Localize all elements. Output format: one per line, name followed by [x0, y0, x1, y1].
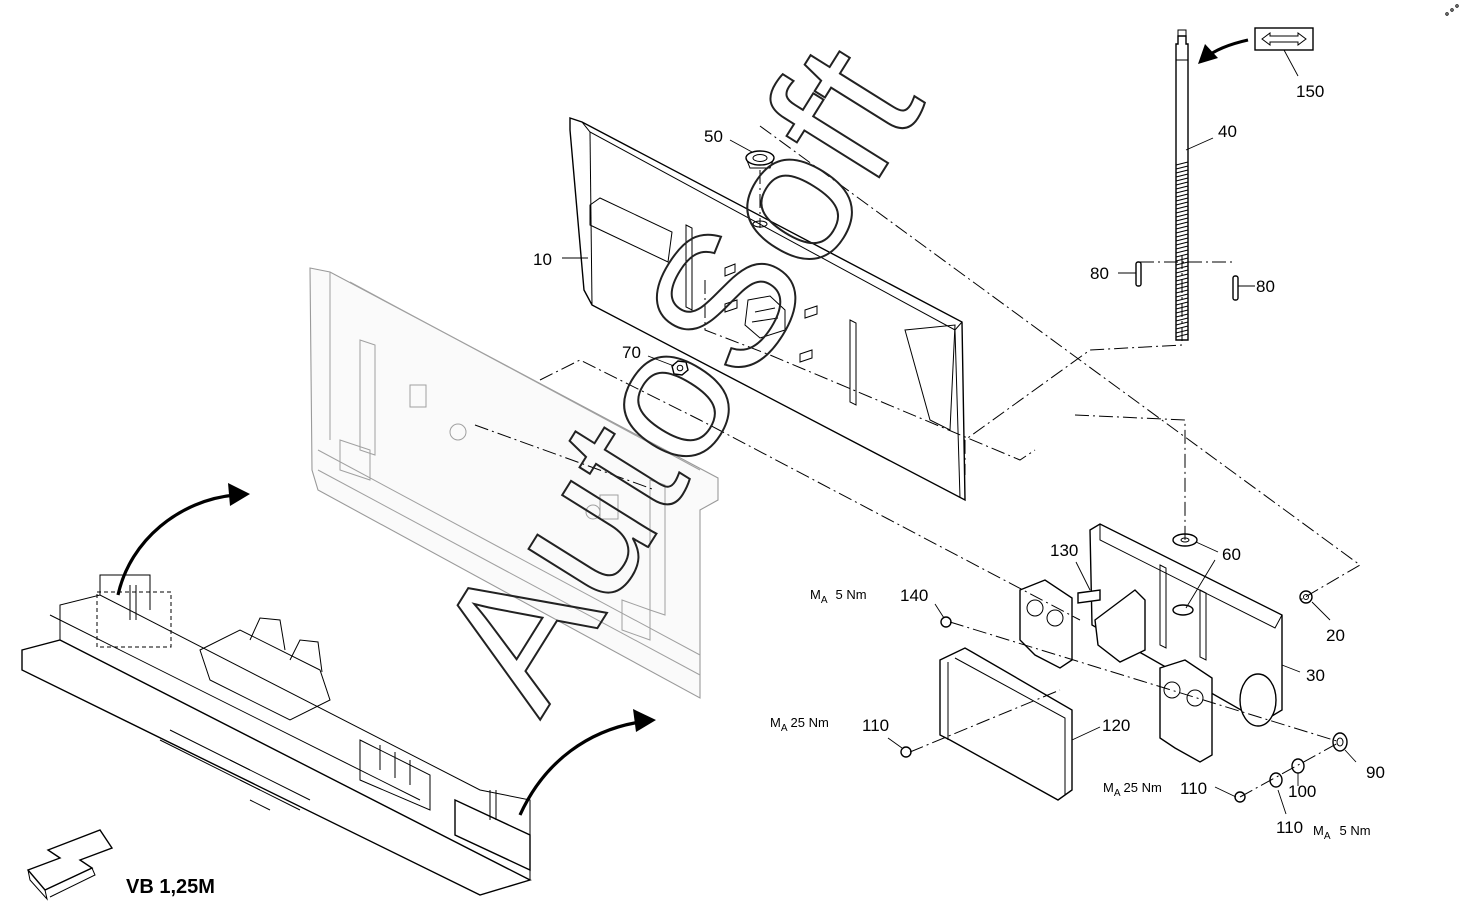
callout-90: 90 [1366, 763, 1385, 782]
part-50-bushing [745, 150, 775, 169]
callout-110-mid: 110 [1180, 779, 1207, 798]
callout-120: 120 [1102, 716, 1130, 735]
machine-overview [21, 574, 532, 896]
callout-50: 50 [704, 127, 723, 146]
callout-30: 30 [1306, 666, 1325, 685]
callout-150: 150 [1296, 82, 1324, 101]
callout-60: 60 [1222, 545, 1241, 564]
callout-100: 100 [1288, 782, 1316, 801]
callout-10: 10 [533, 250, 552, 269]
background-panel [309, 267, 719, 699]
pointer-arrows [116, 38, 1249, 816]
callout-20: 20 [1326, 626, 1345, 645]
part-10-side-plate [569, 117, 966, 502]
callout-130: 130 [1050, 541, 1078, 560]
callout-110-left: 110 [862, 716, 889, 735]
part-40-spindle [1175, 29, 1189, 341]
callout-labels: 10 50 70 40 80 80 150 130 60 20 30 140 1… [533, 82, 1385, 837]
part-30-carriage-frame [1089, 523, 1283, 727]
callout-40: 40 [1218, 122, 1237, 141]
assembly-lines [474, 125, 1361, 798]
part-130-bracket-plates [1019, 579, 1213, 763]
part-120-cover-plate [939, 647, 1073, 801]
callout-140: 140 [900, 586, 928, 605]
part-80-pins [1135, 261, 1239, 301]
callout-80-left: 80 [1090, 264, 1109, 283]
view-direction-arrow-icon [26, 829, 114, 901]
part-60-washers [1172, 533, 1198, 616]
part-150-label-plate [1254, 27, 1314, 51]
callout-70: 70 [622, 343, 641, 362]
corner-mark-icon [1445, 4, 1459, 16]
view-label: VB 1,25M [126, 876, 215, 898]
callout-110-bottom: 110 [1276, 818, 1303, 837]
leader-lines [562, 49, 1357, 815]
callout-80-right: 80 [1256, 277, 1275, 296]
part-70-nut [671, 360, 689, 376]
